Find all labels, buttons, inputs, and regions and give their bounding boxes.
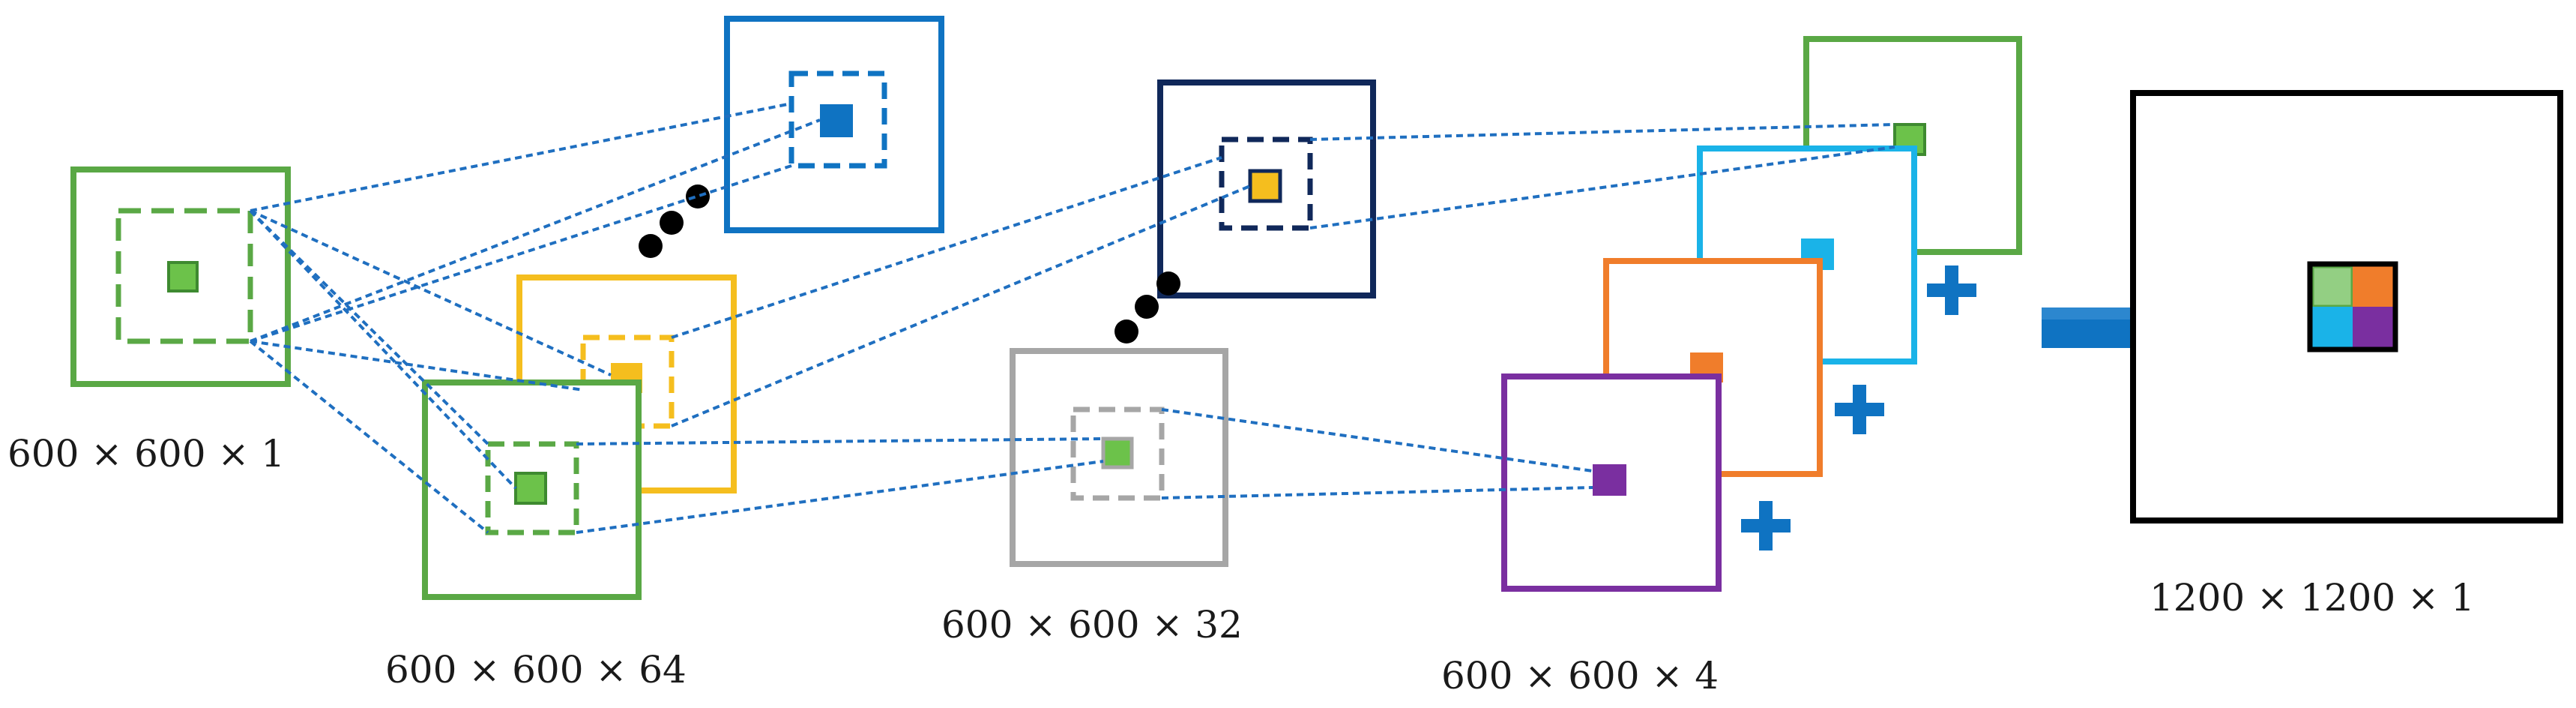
conv1-blue-receptive-field (788, 70, 887, 169)
conv2-gray-pixel (1101, 436, 1134, 470)
ellipsis-dots-icon (1114, 272, 1180, 344)
input-dimension-label: 600 × 600 × 1 (7, 432, 286, 476)
ellipsis-dots-icon (639, 184, 710, 258)
plus-icon (1741, 501, 1791, 550)
subpixel-dimension-label: 600 × 600 × 4 (1441, 654, 1719, 698)
conv1-blue-pixel (820, 104, 853, 137)
plus-icon (1927, 266, 1976, 315)
conv1-green-pixel (514, 472, 547, 505)
connection-lines (249, 102, 1895, 534)
output-layer (2130, 90, 2563, 524)
input-receptive-field (115, 208, 253, 344)
conv2-gray-receptive-field (1070, 406, 1165, 501)
conv1-layer-stack (422, 16, 944, 600)
conv1-map-blue (724, 16, 944, 233)
subpixel-layer-stack (1501, 36, 2022, 592)
conv2-layer-stack (1010, 80, 1376, 567)
output-pixel-block (2307, 261, 2398, 352)
plus-icon (1835, 385, 1884, 434)
input-layer (70, 166, 291, 387)
output-dimension-label: 1200 × 1200 × 1 (2150, 576, 2475, 620)
input-pixel (167, 261, 199, 292)
conv2-navy-receptive-field (1219, 136, 1313, 231)
conv2-navy-pixel (1248, 169, 1282, 203)
conv2-dimension-label: 600 × 600 × 32 (941, 603, 1243, 646)
conv1-dimension-label: 600 × 600 × 64 (385, 648, 687, 692)
subpixel-map-purple (1501, 374, 1722, 592)
subpixel-purple-pixel (1593, 464, 1626, 496)
conv1-green-receptive-field (485, 441, 579, 536)
